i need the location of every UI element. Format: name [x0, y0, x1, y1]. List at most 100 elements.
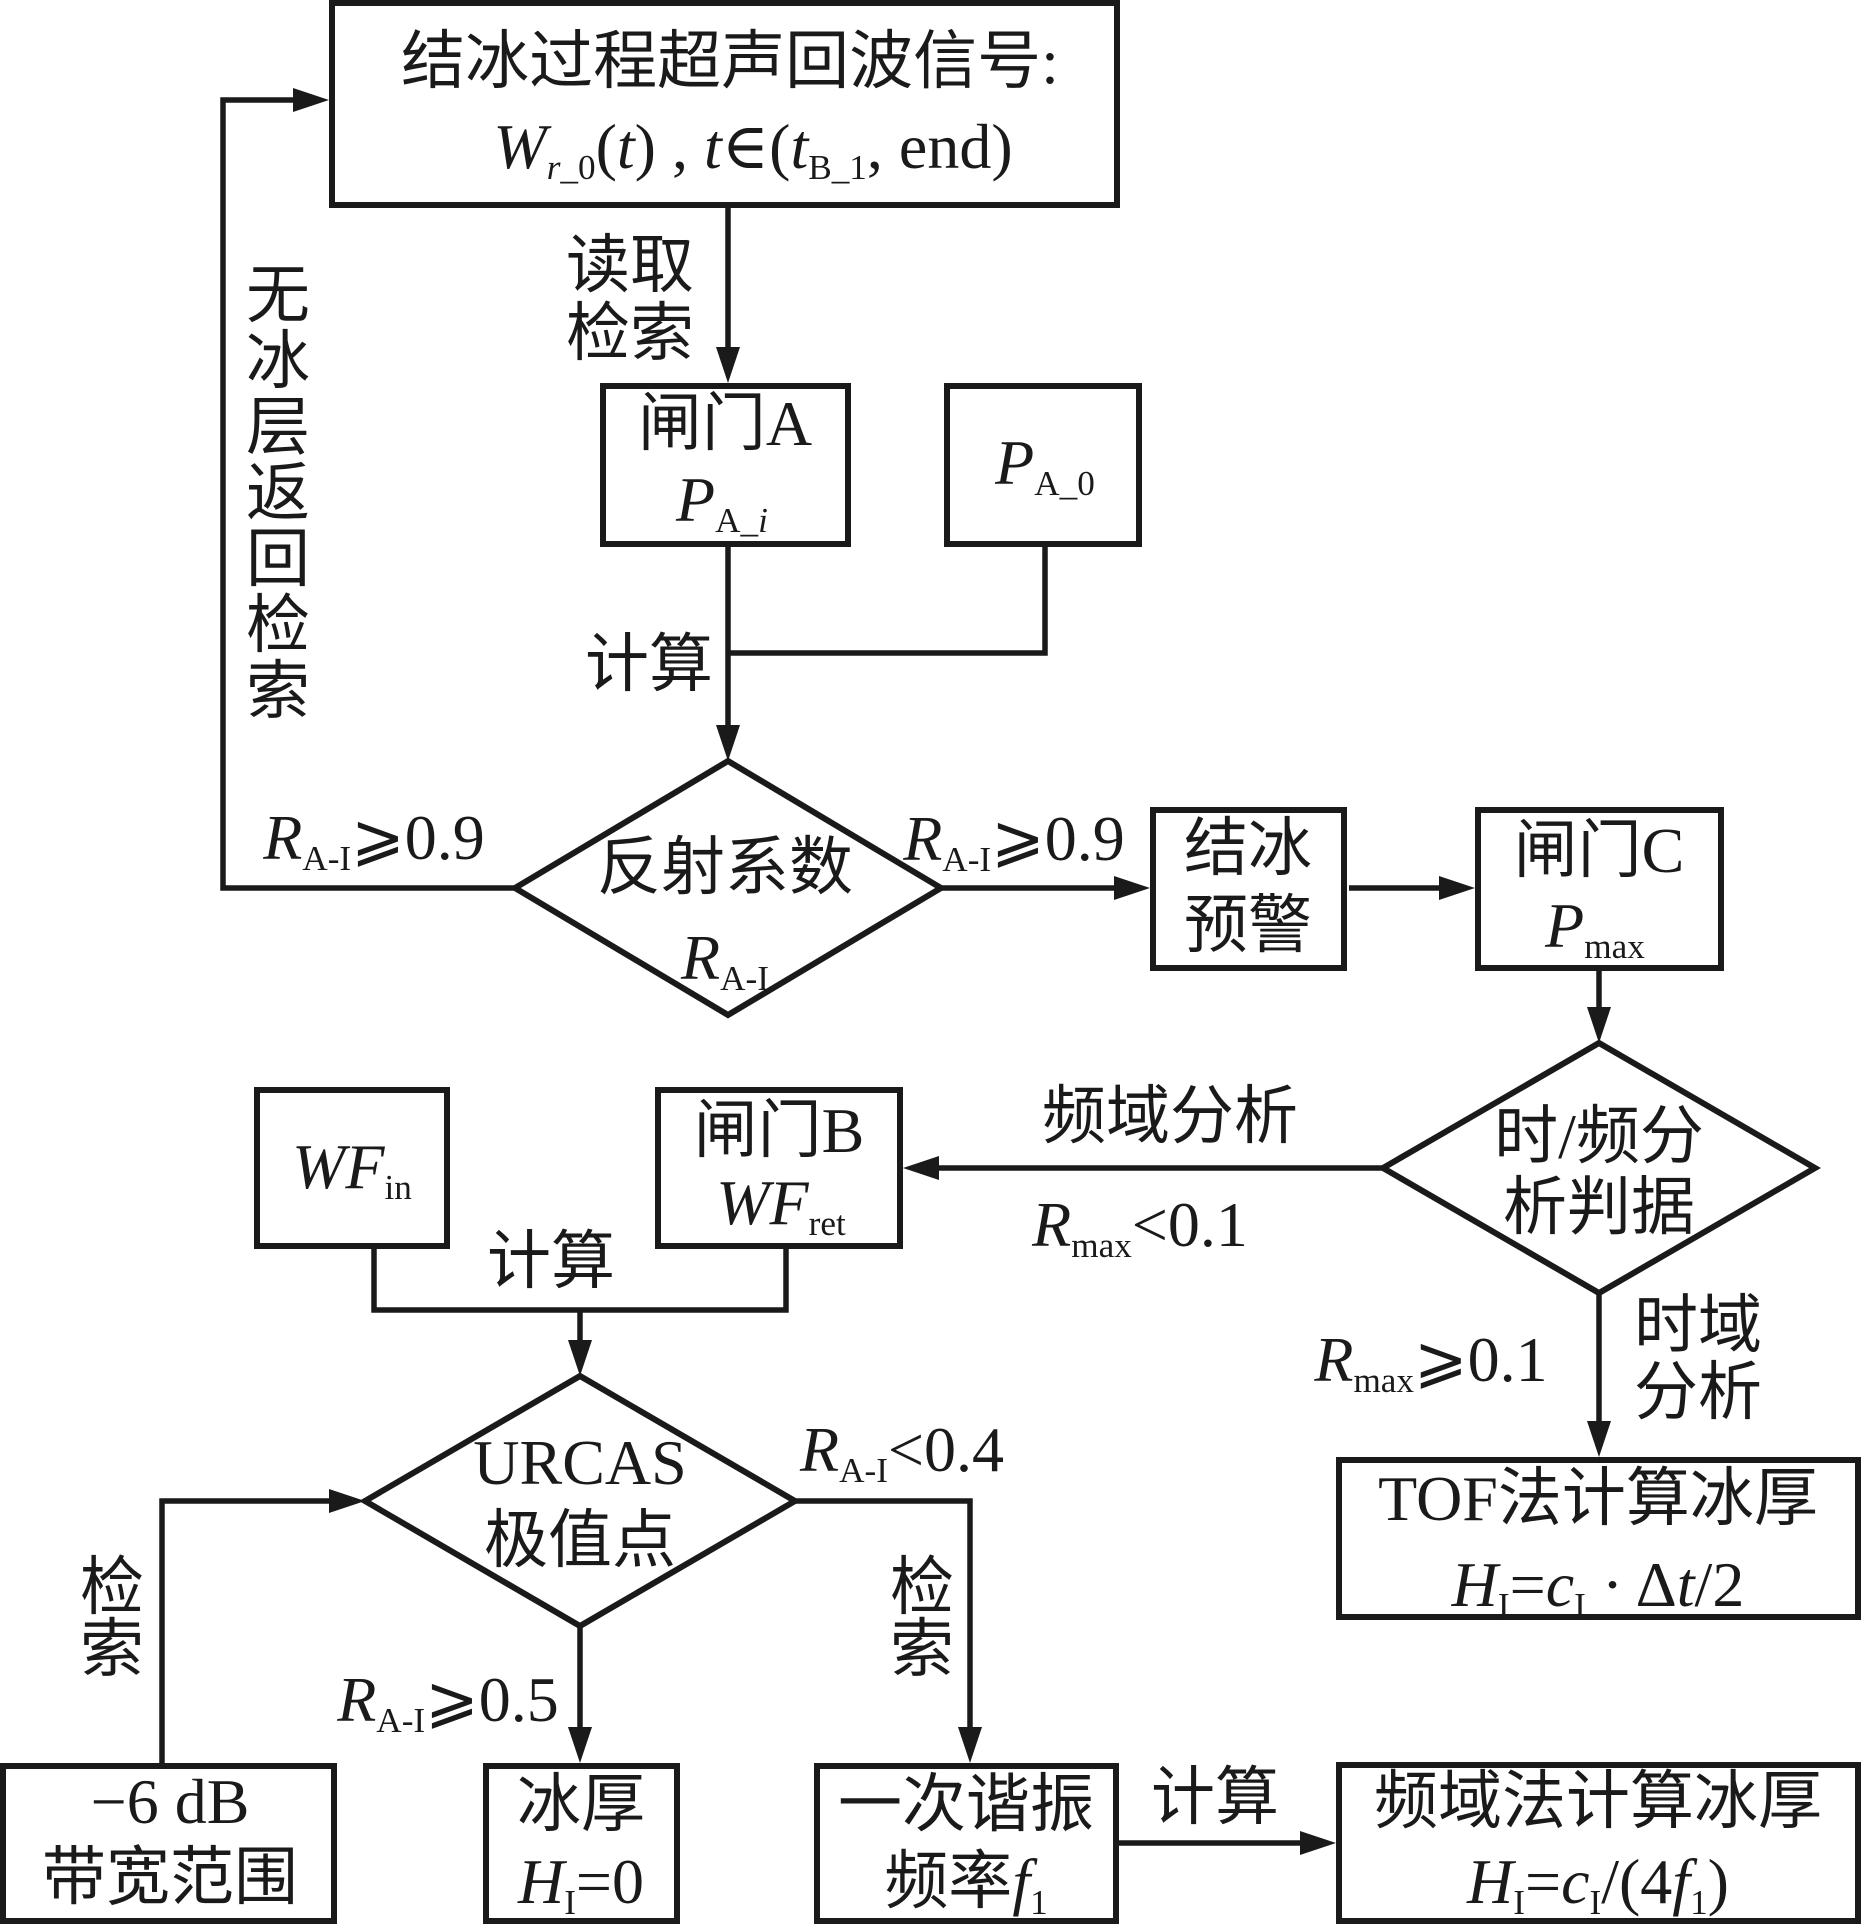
- formula-text: =: [1524, 1846, 1562, 1917]
- bandwidth-box: [0, 1763, 337, 1924]
- p-a0-box: [944, 383, 1142, 547]
- formula-subscript-part: i: [758, 501, 768, 541]
- arrowhead-right: [329, 1489, 365, 1513]
- reflection-decision-diamond: [509, 757, 947, 1019]
- connector-bandwidth-to-urcas: [159, 1498, 332, 1763]
- formula-symbol: H: [517, 1846, 565, 1917]
- formula-subscript: in: [384, 1168, 412, 1208]
- arrowhead-right: [1114, 876, 1150, 900]
- formula-subscript: max: [1353, 1361, 1415, 1401]
- formula-subscript: I: [1574, 1586, 1586, 1626]
- formula-subscript: max: [1584, 927, 1645, 967]
- label-calc-reflection: 计算: [585, 629, 713, 700]
- formula-symbol: W: [493, 111, 547, 182]
- urcas-decision-line-1: URCAS: [473, 1427, 687, 1498]
- formula-subscript: 1: [1030, 1883, 1048, 1923]
- label-retrieve-right: 检索: [890, 1552, 954, 1685]
- wf-in-box: [254, 1087, 450, 1249]
- formula-symbol: P: [676, 464, 716, 535]
- formula-subscript-part: r: [546, 148, 561, 188]
- bandwidth-line-1: −6 dB: [90, 1766, 250, 1837]
- p-a0-formula: P A_0: [995, 427, 1095, 502]
- formula-symbol: H: [1467, 1846, 1514, 1917]
- arrowhead-down: [568, 1340, 592, 1376]
- formula-symbol: f: [1672, 1846, 1691, 1917]
- arrowhead-right: [1300, 1831, 1336, 1855]
- urcas-decision-line-2: 极值点: [484, 1505, 676, 1576]
- first-harmonic-formula: 频率 f 1: [884, 1850, 1047, 1921]
- label-calc-urcas: 计算: [487, 1226, 615, 1297]
- zero-thickness-formula: H I =0: [517, 1846, 645, 1921]
- formula-subscript-part: _0: [560, 148, 596, 188]
- formula-text: ⩾0.5: [425, 1664, 559, 1735]
- formula-subscript: ret: [808, 1204, 846, 1244]
- connector-urcas-to-harmonic: [795, 1498, 973, 1730]
- formula-subscript: A_0: [1034, 464, 1095, 504]
- label-retrieve-left: 检索: [80, 1552, 144, 1685]
- tof-thickness-formula: H I = c I · Δ t /2: [1452, 1549, 1745, 1624]
- connector-no-ice-loop: [220, 97, 515, 891]
- formula-symbol: t: [1676, 1549, 1695, 1620]
- label-calc-freq: 计算: [1151, 1762, 1279, 1833]
- formula-symbol: P: [995, 427, 1035, 498]
- formula-text: ⩾0.9: [351, 802, 485, 873]
- tof-thickness-title: TOF法计算冰厚: [1378, 1463, 1818, 1534]
- gate-b-box: [655, 1087, 903, 1249]
- formula-symbol: c: [1545, 1549, 1575, 1620]
- urcas-decision-diamond: [359, 1372, 801, 1630]
- label-cond-time: R max ⩾0.1: [1314, 1324, 1548, 1399]
- first-harmonic-box: [814, 1763, 1119, 1924]
- formula-text: =0: [575, 1846, 645, 1917]
- formula-text: /2: [1694, 1549, 1745, 1620]
- freq-thickness-formula: H I = c I /(4 f 1 ): [1467, 1846, 1729, 1921]
- icing-warning-line-1: 结冰: [1184, 813, 1312, 884]
- formula-subscript: I: [1589, 1883, 1602, 1923]
- formula-text: ,: [655, 111, 704, 182]
- icing-warning-box: [1150, 807, 1347, 971]
- signal-formula: W r_0 ( t ) , t ∈ ( t B_1 , end): [493, 111, 1012, 186]
- formula-subscript: I: [564, 1883, 576, 1923]
- connector-p-a0-join: [728, 547, 1048, 656]
- formula-subscript: max: [1071, 1226, 1132, 1266]
- freq-thickness-box: [1336, 1762, 1861, 1924]
- gate-a-title: 闸门A: [637, 388, 813, 459]
- formula-symbol: R: [1032, 1189, 1072, 1260]
- wf-in-formula: WF in: [292, 1131, 412, 1206]
- gate-a-formula: P A_i: [676, 464, 768, 539]
- formula-text: ⩾0.1: [1414, 1324, 1548, 1395]
- formula-text: ): [634, 111, 656, 182]
- bandwidth-line-2: 带宽范围: [42, 1842, 298, 1913]
- formula-text: · Δ: [1585, 1549, 1677, 1620]
- label-cond-freq: R max <0.1: [1032, 1189, 1248, 1264]
- arrowhead-right: [1439, 876, 1475, 900]
- arrowhead-left: [903, 1156, 939, 1180]
- formula-subscript: r_0: [547, 150, 596, 185]
- formula-text: (: [595, 111, 617, 182]
- formula-text: ∈: [721, 111, 770, 182]
- formula-text: ⩾0.9: [991, 803, 1125, 874]
- formula-symbol: t: [703, 111, 722, 182]
- tf-decision-line-2: 析判据: [1503, 1172, 1695, 1243]
- formula-symbol: WF: [292, 1131, 385, 1202]
- signal-title: 结冰过程超声回波信号:: [401, 26, 1059, 97]
- formula-subscript: A-I: [376, 1701, 426, 1741]
- formula-symbol: R: [799, 1414, 840, 1485]
- formula-symbol: P: [1545, 890, 1585, 961]
- arrowhead-down: [716, 725, 740, 761]
- formula-subscript: I: [1497, 1586, 1510, 1626]
- label-read: 读取: [566, 230, 694, 301]
- label-time-analysis-line-2: 分析: [1634, 1357, 1762, 1428]
- label-freq-analysis: 频域分析: [1042, 1081, 1298, 1152]
- formula-text: ): [1707, 1846, 1729, 1917]
- first-harmonic-title: 一次谐振: [838, 1769, 1094, 1840]
- freq-thickness-title: 频域法计算冰厚: [1374, 1766, 1822, 1837]
- formula-symbol: WF: [716, 1167, 809, 1238]
- gate-a-box: [600, 383, 851, 547]
- formula-symbol: c: [1561, 1846, 1590, 1917]
- arrowhead-down: [1587, 1421, 1611, 1457]
- formula-text: <0.4: [887, 1414, 1005, 1485]
- label-no-ice-return: 无冰层返回检索: [246, 260, 310, 727]
- gate-b-formula: WF ret: [716, 1167, 846, 1242]
- arrowhead-down: [958, 1727, 982, 1763]
